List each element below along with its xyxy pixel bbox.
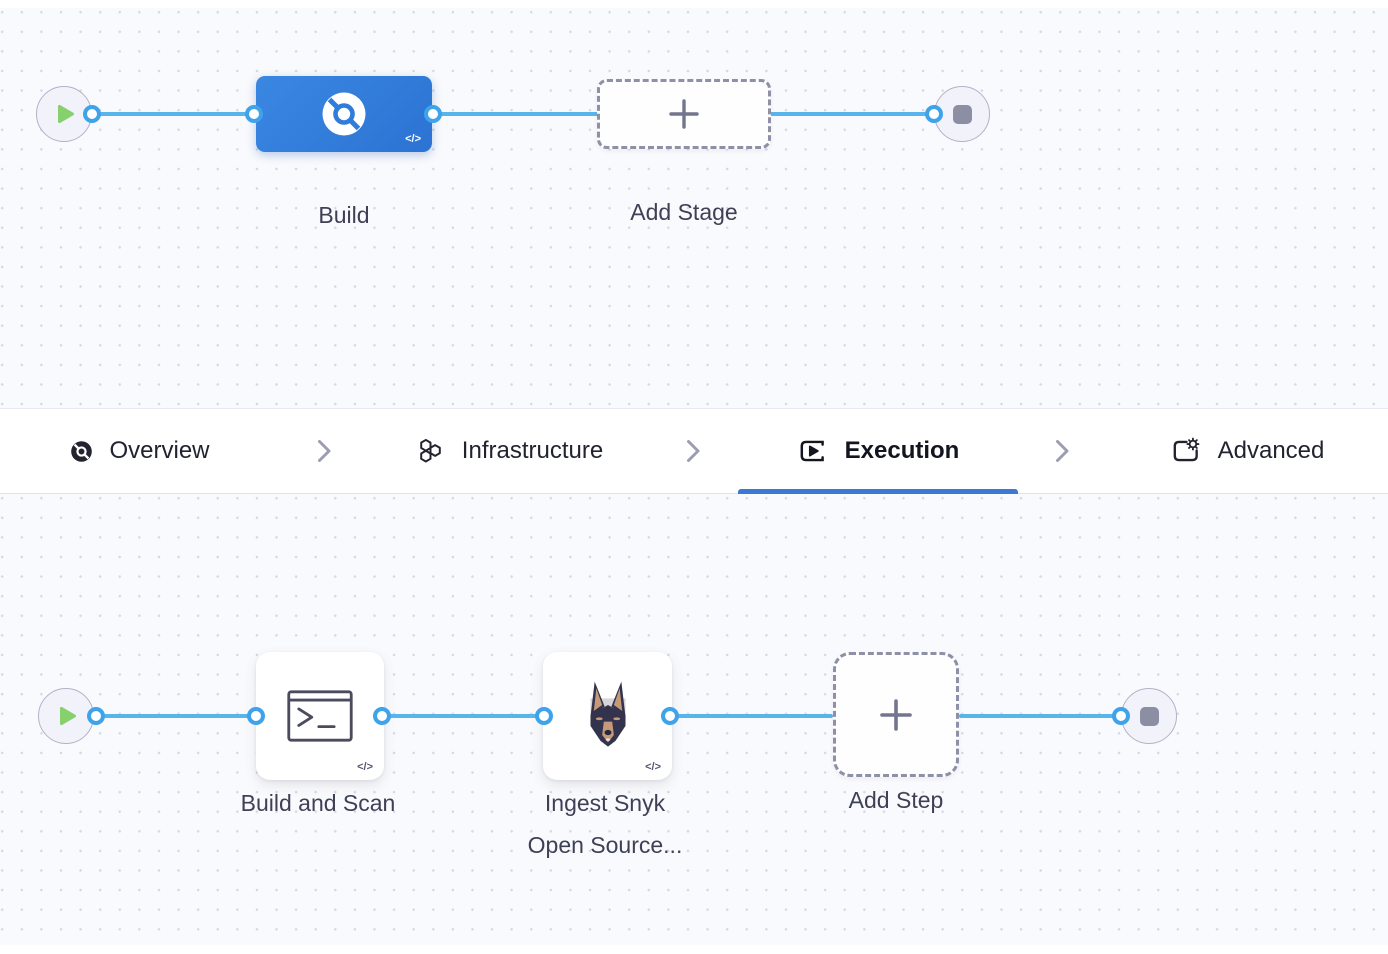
tab-label: Overview: [109, 437, 210, 464]
connector-dot: [83, 105, 101, 123]
stage-node-build[interactable]: </>: [256, 76, 432, 152]
plus-icon: [669, 99, 699, 129]
stop-icon: [1139, 706, 1159, 726]
code-badge: </>: [357, 761, 373, 773]
hexagons-icon: [420, 438, 441, 463]
edge-step2-to-addstep: [670, 714, 833, 718]
play-frame-icon: [800, 440, 824, 462]
tab-label: Advanced: [1217, 437, 1325, 464]
connector-dot: [535, 707, 553, 725]
connector-dot: [661, 707, 679, 725]
top-white-strip: [0, 0, 1388, 8]
pipeline-start-node: [36, 86, 92, 142]
tab-execution[interactable]: Execution: [738, 409, 1018, 494]
edge-addstage-to-end: [770, 112, 934, 116]
gear-frame-icon: [1173, 437, 1200, 462]
add-step-button[interactable]: [833, 652, 959, 777]
chevron-right-icon: [1056, 440, 1069, 462]
step-node-ingest-snyk[interactable]: </>: [543, 652, 672, 780]
tab-separator: [1018, 409, 1107, 493]
chevron-right-icon: [687, 440, 700, 462]
edge-build-to-addstage: [433, 112, 599, 116]
stop-icon: [952, 104, 972, 124]
tab-overview[interactable]: Overview: [0, 409, 280, 493]
tab-separator: [649, 409, 738, 493]
pipeline-end-node: [934, 86, 990, 142]
play-icon: [60, 706, 76, 726]
stage-label: Build: [318, 202, 370, 228]
connector-dot: [373, 707, 391, 725]
connector-dot: [424, 105, 442, 123]
step-label: Build and Scan: [240, 790, 396, 816]
connector-dot: [1112, 707, 1130, 725]
execution-start-node: [38, 688, 94, 744]
terminal-icon: [287, 690, 353, 742]
edge-start-to-build: [92, 112, 254, 116]
chevron-right-icon: [318, 440, 331, 462]
tab-infrastructure[interactable]: Infrastructure: [369, 409, 649, 493]
ci-build-icon: [322, 92, 366, 136]
tab-separator: [280, 409, 369, 493]
plus-icon: [880, 698, 912, 731]
connector-dot: [87, 707, 105, 725]
stage-detail-tab-bar: Overview Infrastructure Execution: [0, 408, 1388, 494]
connector-dot: [245, 105, 263, 123]
stage-graph-canvas: </> Build Add Stage: [0, 8, 1388, 408]
connector-dot: [925, 105, 943, 123]
edge-step1-to-step2: [382, 714, 544, 718]
add-stage-label: Add Stage: [630, 199, 738, 225]
step-node-build-and-scan[interactable]: </>: [256, 652, 384, 780]
execution-graph-canvas: </> </>: [0, 494, 1388, 945]
step-label: Ingest Snyk Open Source...: [465, 782, 745, 866]
step-label-line1: Ingest Snyk: [544, 790, 666, 816]
connector-dot: [247, 707, 265, 725]
ci-overview-icon: [71, 440, 93, 462]
play-icon: [58, 104, 74, 124]
step-label-line2: Open Source...: [527, 832, 683, 858]
add-stage-button[interactable]: [597, 79, 771, 149]
tab-label: Infrastructure: [461, 437, 604, 464]
tab-advanced[interactable]: Advanced: [1107, 409, 1387, 493]
code-badge: </>: [645, 761, 661, 773]
add-step-label: Add Step: [848, 787, 944, 813]
snyk-doberman-icon: [590, 681, 625, 747]
edge-start-to-step1: [96, 714, 256, 718]
edge-addstep-to-end: [959, 714, 1121, 718]
bottom-white-strip: [0, 945, 1388, 954]
tab-label: Execution: [844, 437, 960, 464]
code-badge: </>: [405, 133, 421, 145]
